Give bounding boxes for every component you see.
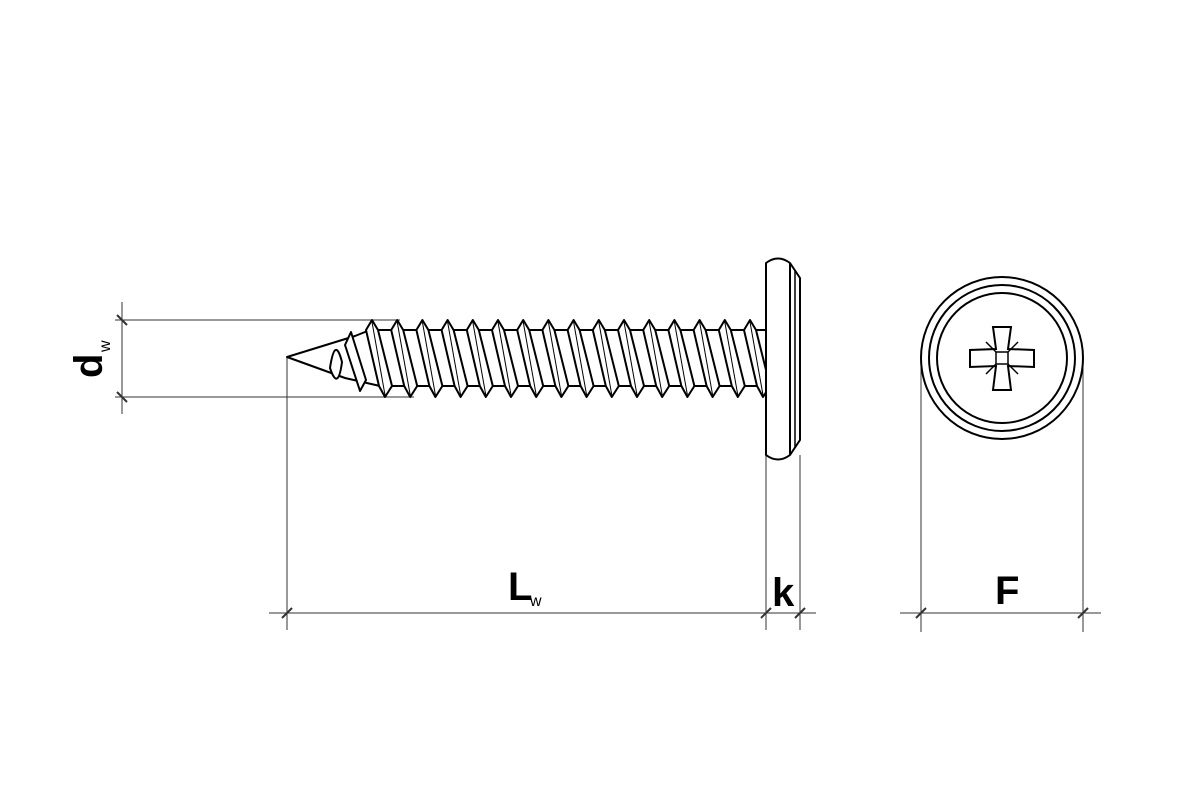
tip-thread xyxy=(344,331,367,392)
label-f: F xyxy=(995,569,1019,613)
tip-thread-small xyxy=(329,349,343,380)
label-dw: d xyxy=(67,354,111,378)
pozidriv-recess-icon xyxy=(969,326,1035,391)
lw-tick-left xyxy=(281,607,293,619)
thread-edge xyxy=(573,321,588,396)
label-k: k xyxy=(772,571,795,615)
thread-edge xyxy=(396,321,411,396)
thread-edge xyxy=(497,321,512,396)
recess-center xyxy=(995,351,1009,365)
lw-tick-right xyxy=(760,607,772,619)
thread-edge xyxy=(749,321,764,396)
dimension-labels: d w L w k F xyxy=(67,340,1019,615)
screw-side-view xyxy=(286,257,801,461)
thread-edge xyxy=(547,321,562,396)
head-middle-circle xyxy=(928,284,1076,432)
recess-star-lines xyxy=(985,341,1019,375)
screw-top-view xyxy=(920,276,1084,440)
thread-edge xyxy=(648,321,663,396)
screw-head xyxy=(765,257,791,461)
thread-edge xyxy=(447,321,462,396)
thread-edge xyxy=(699,321,714,396)
screw-threads xyxy=(365,319,771,398)
thread-edge xyxy=(724,321,739,396)
label-lw-sub: w xyxy=(529,593,542,610)
thread-edge xyxy=(472,321,487,396)
thread-edge xyxy=(371,321,386,396)
thread-edge xyxy=(421,321,436,396)
thread-edge xyxy=(598,321,613,396)
thread-edge xyxy=(623,321,638,396)
k-tick-right xyxy=(794,607,806,619)
head-inner-circle xyxy=(936,292,1068,424)
thread-edge xyxy=(522,321,537,396)
dw-tick-bottom xyxy=(116,391,128,403)
label-lw: L xyxy=(508,565,532,609)
head-outer-circle xyxy=(920,276,1084,440)
f-tick-left xyxy=(915,607,927,619)
thread-edge xyxy=(673,321,688,396)
f-tick-right xyxy=(1077,607,1089,619)
dimension-lines xyxy=(115,302,1101,632)
label-dw-sub: w xyxy=(97,340,114,353)
dw-tick-top xyxy=(116,314,128,326)
